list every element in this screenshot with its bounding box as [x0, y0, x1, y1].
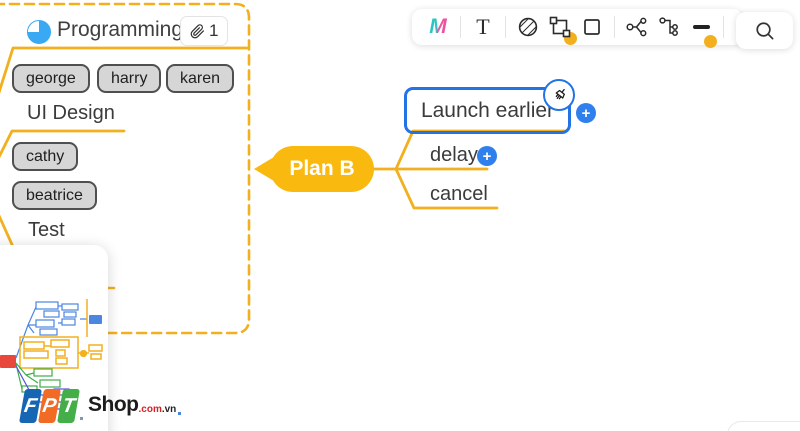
topic-programming[interactable]: Programming — [57, 18, 184, 41]
watermark-shop-text: Shop — [88, 393, 139, 416]
stroke-style-button[interactable] — [687, 13, 717, 48]
tree-structure-button[interactable] — [655, 13, 683, 41]
topic-ui-design[interactable]: UI Design — [27, 102, 115, 124]
selection-dashed-boundary — [0, 2, 251, 335]
topic-tag-george[interactable]: george — [12, 64, 90, 93]
add-subtopic-button-launch[interactable]: + — [576, 103, 596, 123]
logo-m-icon: M — [429, 15, 447, 38]
main-toolbar: M T — [412, 9, 755, 48]
topic-tag-karen[interactable]: karen — [166, 64, 235, 93]
hatched-circle-icon — [518, 17, 538, 37]
yellow-dot-badge — [704, 35, 717, 48]
watermark-dot-com: .com — [138, 404, 162, 415]
watermark-dot — [178, 412, 182, 415]
toolbar-divider — [614, 16, 615, 38]
plan-b-tail — [254, 157, 274, 181]
test-branch-line — [0, 214, 16, 251]
shape-circle-button[interactable] — [514, 13, 542, 41]
paperclip-icon — [190, 23, 205, 38]
stroke-style-icon — [692, 25, 710, 29]
rectangle-icon — [584, 19, 600, 35]
progress-pie-icon[interactable] — [27, 20, 51, 44]
topic-tag-harry[interactable]: harry — [97, 64, 162, 93]
search-icon — [756, 22, 774, 40]
shape-rectangle-button[interactable] — [578, 13, 606, 41]
topic-plan-b[interactable]: Plan B — [270, 146, 374, 192]
programming-branch-line — [0, 46, 249, 94]
toolbar-divider — [723, 16, 724, 38]
topic-tag-beatrice[interactable]: beatrice — [12, 181, 97, 210]
search-button[interactable] — [736, 12, 793, 49]
tree-structure-icon — [659, 17, 678, 36]
bottom-right-panel-corner — [727, 421, 800, 431]
attachment-count: 1 — [209, 21, 219, 40]
add-subtopic-button-delay[interactable]: + — [477, 146, 497, 166]
fpt-shop-watermark: F P T Shop .com .vn — [19, 389, 182, 423]
attachment-chip[interactable]: 1 — [180, 16, 229, 46]
text-tool-button[interactable]: T — [469, 13, 497, 41]
app-logo[interactable]: M — [424, 13, 452, 41]
watermark-dot — [80, 417, 83, 420]
topic-tag-cathy[interactable]: cathy — [12, 142, 79, 171]
toolbar-divider — [460, 16, 461, 38]
cancel-branch-line — [394, 167, 499, 210]
map-structure-button[interactable] — [623, 13, 651, 41]
format-brush-button[interactable] — [543, 79, 575, 111]
topic-test[interactable]: Test — [28, 219, 65, 241]
toolbar-divider — [505, 16, 506, 38]
watermark-dot-vn: .vn — [161, 404, 177, 415]
topic-delay[interactable]: delay — [430, 144, 478, 166]
brush-icon — [555, 88, 565, 99]
minimap-root-node — [0, 355, 16, 368]
select-area-icon — [549, 16, 571, 38]
ui-design-branch-line — [0, 129, 126, 159]
topic-launch-earlier-selected[interactable]: Launch earlier — [404, 87, 571, 134]
topic-cancel[interactable]: cancel — [430, 183, 488, 205]
fpt-letter-t: T — [57, 389, 80, 423]
text-tool-icon: T — [476, 14, 490, 39]
map-structure-icon — [626, 17, 647, 37]
select-area-button[interactable] — [546, 13, 577, 45]
